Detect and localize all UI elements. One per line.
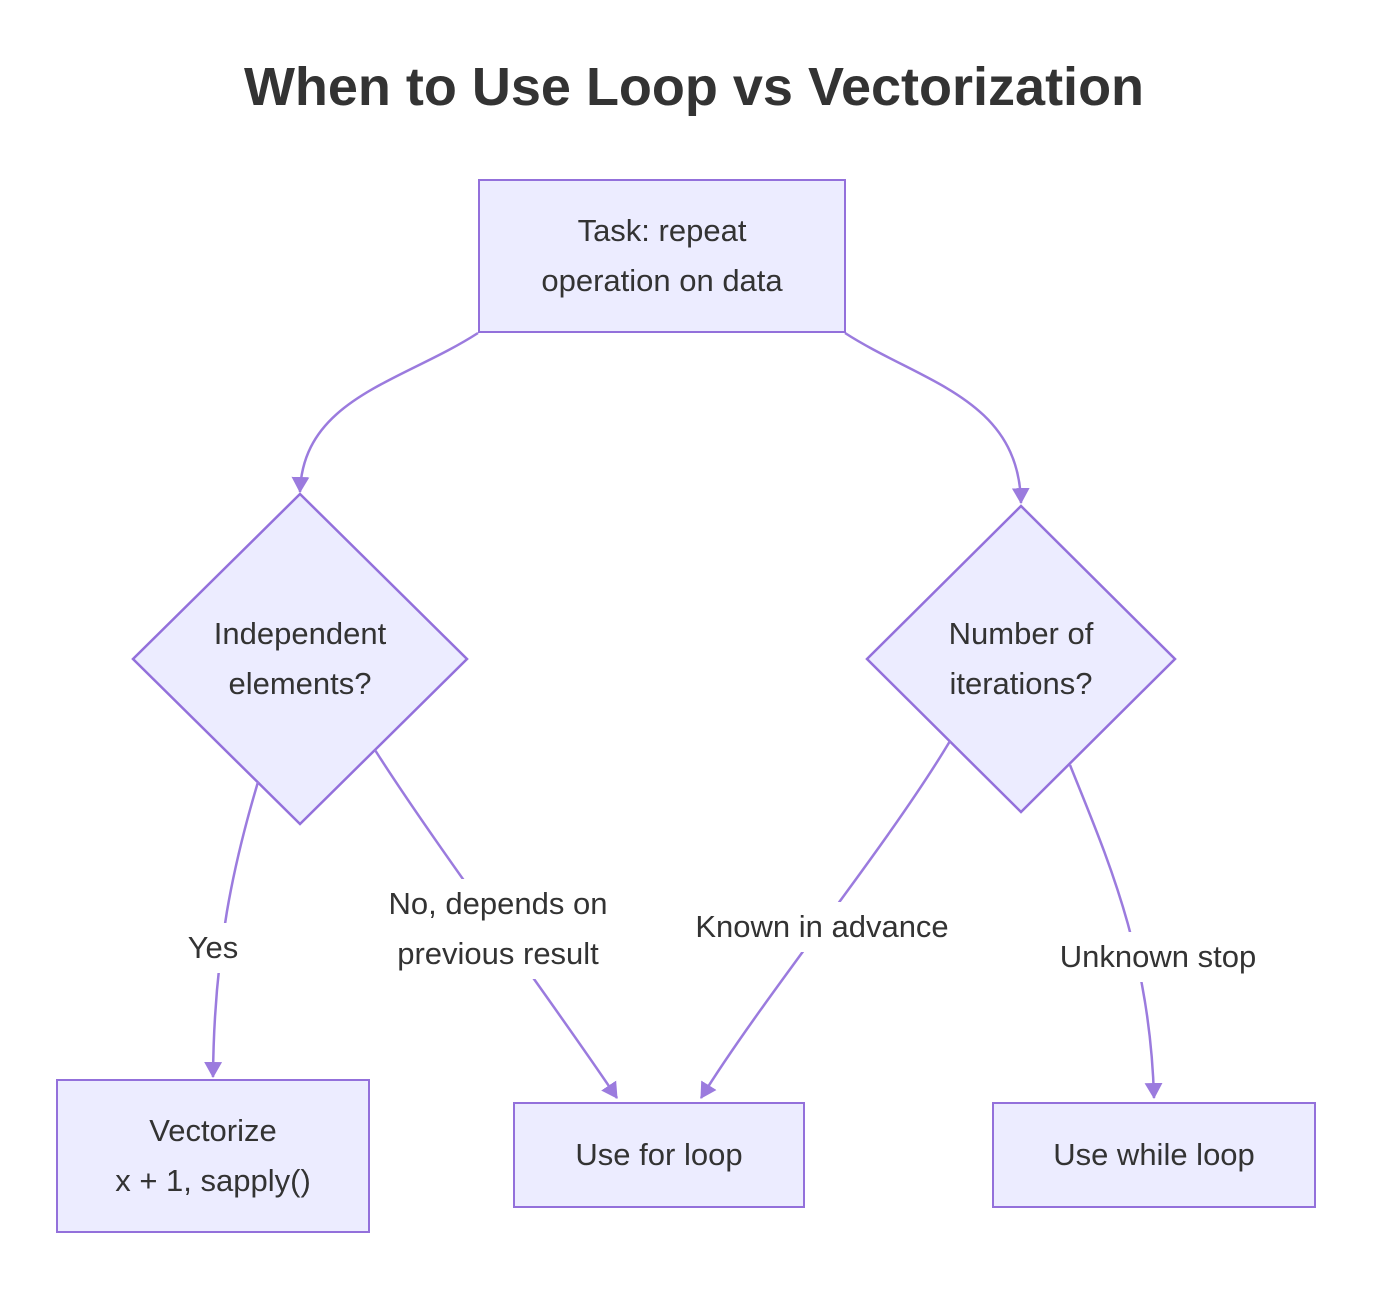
decision-independent-shape [131,492,469,826]
node-use-for-loop-label: Use for loop [575,1137,743,1172]
node-vectorize: Vectorize x + 1, sapply() [56,1079,370,1233]
node-task: Task: repeat operation on data [478,179,846,333]
edge-iterations-unknown-to-whileloop [1068,764,1163,1099]
node-vectorize-line1: Vectorize [149,1113,277,1148]
node-task-line2: operation on data [541,263,783,298]
node-use-while-loop-label: Use while loop [1053,1137,1255,1172]
node-task-line1: Task: repeat [577,213,747,248]
edge-task-to-iterations [844,331,1030,504]
edge-label-no-line2: previous result [397,936,599,971]
decision-iterations-shape [865,504,1177,814]
node-use-for-loop: Use for loop [513,1102,805,1208]
edge-label-no-line1: No, depends on [388,886,608,921]
edge-independent-yes-to-vectorize [204,781,260,1078]
edge-task-to-independent [291,331,479,493]
node-vectorize-line2: x + 1, sapply() [115,1163,311,1198]
edge-label-no-depends: No, depends on previous result [378,879,618,979]
edge-label-yes: Yes [177,923,249,973]
edge-label-unknown-stop: Unknown stop [1049,932,1267,982]
edge-label-known-in-advance: Known in advance [685,902,959,952]
node-use-while-loop: Use while loop [992,1102,1316,1208]
diagram-title: When to Use Loop vs Vectorization [243,57,1145,117]
